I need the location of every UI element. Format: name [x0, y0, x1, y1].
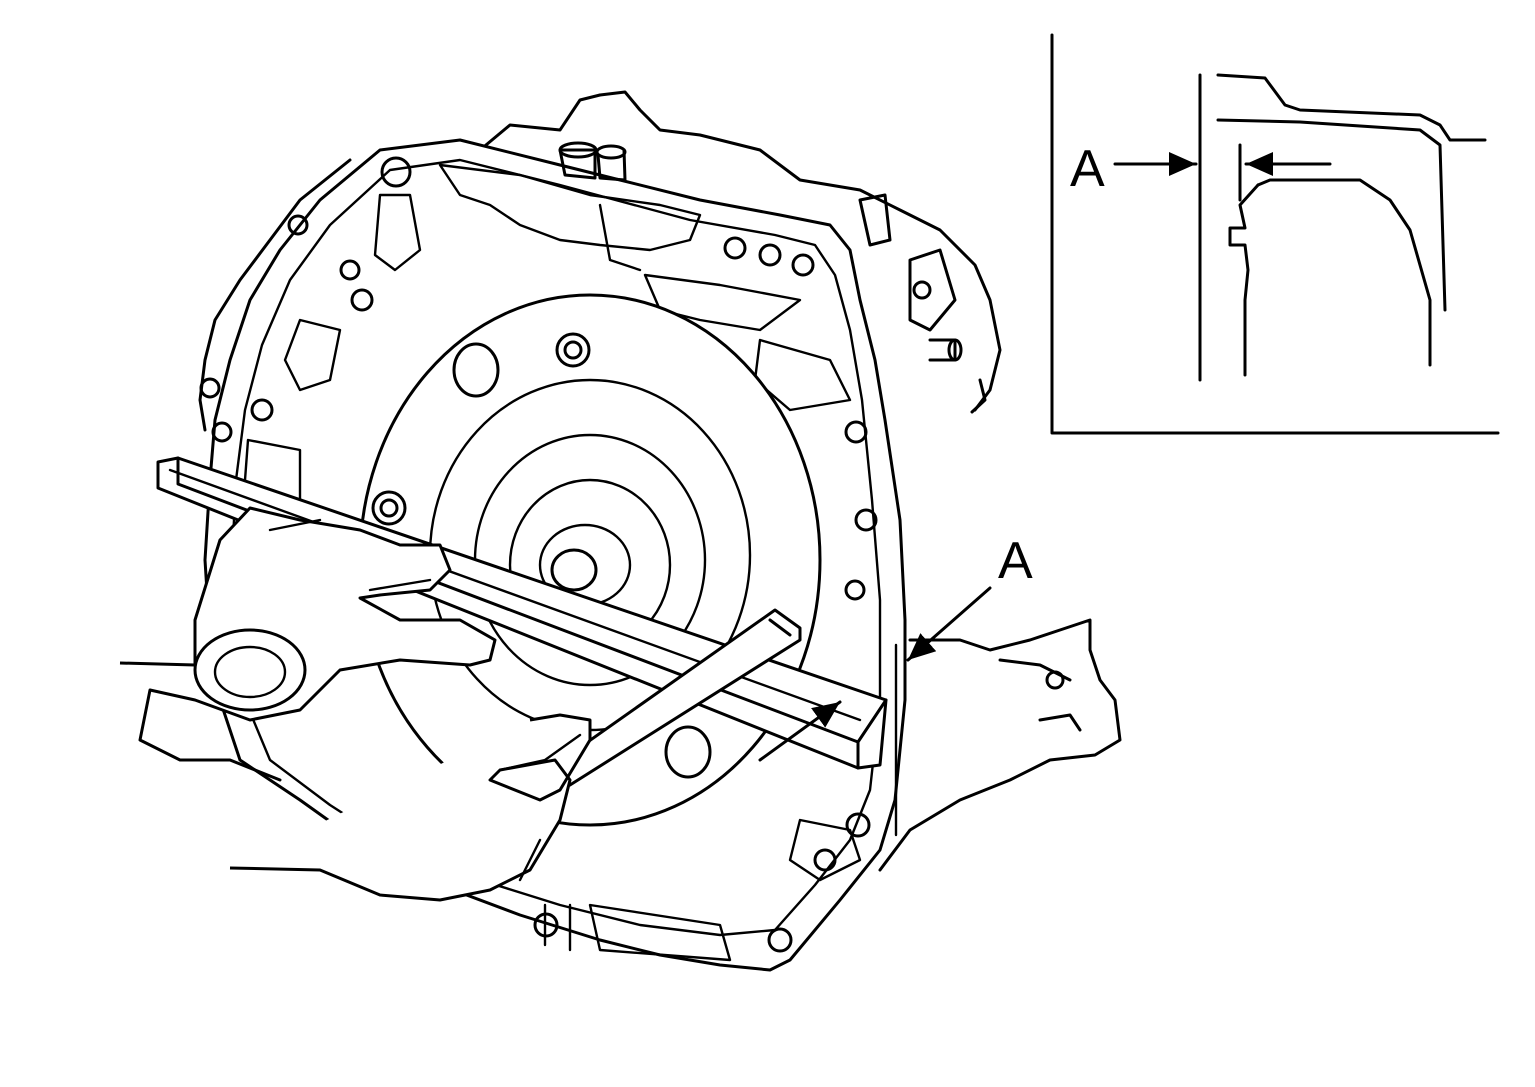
hands [119, 506, 592, 902]
callout-label-main: A [998, 532, 1033, 590]
inset-detail: A [1050, 33, 1500, 435]
bolt-holes [199, 156, 878, 953]
callout-label-inset: A [1070, 140, 1105, 198]
callout-main: A [758, 532, 1033, 837]
